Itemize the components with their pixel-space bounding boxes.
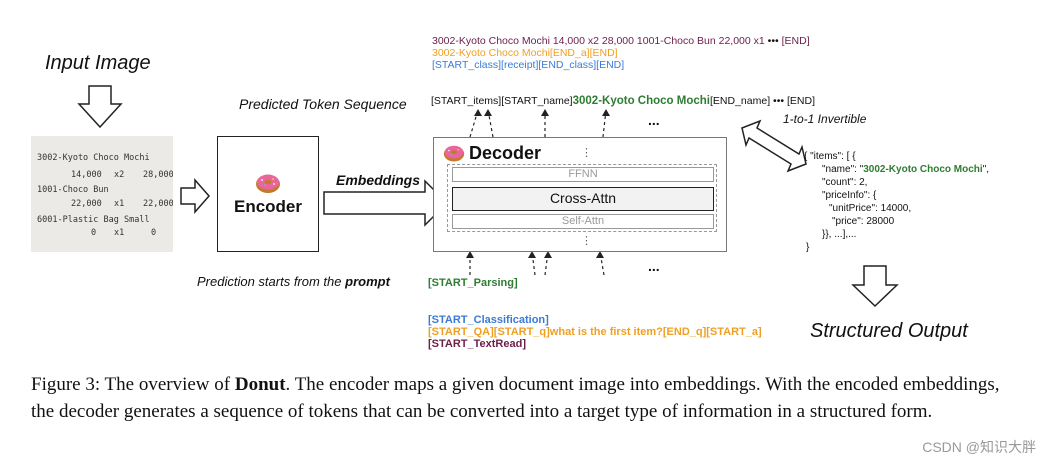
token-sequence-parsing: [START_items][START_name]3002-Kyoto Choc… [431, 95, 815, 107]
token-text: [END] [781, 35, 810, 47]
json-line: } [806, 242, 810, 253]
receipt-to-encoder-arrow [180, 178, 210, 214]
caption-text: . The encoder maps a given document imag… [31, 374, 1000, 422]
prompt-qa: [START_QA][START_q]what is the first ite… [428, 326, 762, 338]
receipt-line: x2 [114, 170, 125, 180]
ellipsis: ••• [773, 95, 785, 107]
donut-icon [256, 174, 280, 193]
decoder-output-connector [469, 109, 479, 138]
output-down-arrow [851, 265, 899, 308]
json-line: "unitPrice": 14000, [829, 203, 912, 214]
vertical-dots: ⋮ [581, 147, 592, 159]
vertical-dots: ⋮ [581, 235, 592, 247]
receipt-image: 3002-Kyoto Choco Mochi 14,000 x2 28,000 … [31, 136, 173, 252]
continuation-dots: ... [648, 112, 660, 128]
receipt-line: 1001-Choco Bun [37, 185, 109, 195]
decoder-label: Decoder [469, 143, 542, 163]
json-line: "name": "3002-Kyoto Choco Mochi", [822, 163, 989, 177]
decoder-layer-stack [447, 164, 717, 232]
receipt-line: 6001-Plastic Bag Small [37, 215, 150, 225]
embeddings-label: Embeddings [336, 172, 421, 188]
invertible-double-arrow [741, 119, 807, 173]
input-down-arrow [77, 85, 123, 129]
self-attn-layer: Self-Attn [452, 214, 714, 229]
json-line: { "items": [ { [804, 151, 856, 162]
input-image-label: Input Image [45, 52, 151, 74]
structured-output-label: Structured Output [810, 320, 968, 342]
watermark: CSDN @知识大胖 [922, 439, 1036, 455]
token-text: [END] [786, 95, 815, 107]
figure-caption: Figure 3: The overview of Donut. The enc… [31, 372, 1021, 425]
prediction-starts-text: Prediction starts from the [197, 274, 346, 289]
prompt-word: prompt [345, 274, 390, 289]
json-line: "price": 28000 [832, 216, 895, 227]
json-text-highlight: 3002-Kyoto Choco Mochi [863, 164, 983, 175]
receipt-line: 0 [91, 228, 97, 238]
predicted-token-sequence-label: Predicted Token Sequence [239, 96, 407, 112]
prediction-starts-label: Prediction starts from the prompt [197, 274, 390, 289]
invertible-label: 1-to-1 Invertible [783, 112, 867, 126]
cross-attn-layer: Cross-Attn [452, 187, 714, 211]
receipt-line: 0 [151, 228, 157, 238]
continuation-dots: ... [648, 258, 660, 274]
ellipsis: ••• [767, 35, 779, 47]
prompt-classification: [START_Classification] [428, 314, 549, 326]
prompt-parsing: [START_Parsing] [428, 277, 518, 289]
json-text: ", [982, 164, 990, 175]
receipt-line: 22,000 [143, 199, 173, 209]
token-text: 3002-Kyoto Choco Mochi 14,000 x2 28,000 … [432, 35, 765, 47]
token-text-highlight: 3002-Kyoto Choco Mochi [572, 95, 710, 107]
token-text: [END_name] [710, 95, 771, 107]
encoder-label: Encoder [233, 197, 303, 216]
receipt-line: 28,000 [143, 170, 173, 180]
decoder-output-connector [602, 109, 607, 138]
json-line: "priceInfo": { [822, 190, 877, 201]
token-sequence-classification: [START_class][receipt][END_class][END] [432, 59, 625, 71]
json-line: }}, ...],... [822, 229, 857, 240]
json-line: "count": 2, [822, 177, 868, 188]
token-sequence-qa: 3002-Kyoto Choco Mochi[END_a][END] [432, 47, 618, 59]
token-sequence-textread: 3002-Kyoto Choco Mochi 14,000 x2 28,000 … [432, 35, 810, 47]
encoder-box: Encoder [217, 136, 319, 252]
receipt-line: 14,000 [71, 170, 102, 180]
json-text: "name": " [822, 164, 864, 175]
donut-icon [443, 145, 465, 162]
receipt-line: x1 [114, 199, 125, 209]
decoder-output-connector [487, 109, 494, 138]
ffnn-layer: FFNN [452, 167, 714, 182]
prompt-textread: [START_TextRead] [428, 338, 526, 350]
caption-text: Figure 3: The overview of [31, 374, 235, 395]
receipt-line: 3002-Kyoto Choco Mochi [37, 153, 150, 163]
receipt-line: 22,000 [71, 199, 102, 209]
token-text: [START_items][START_name] [431, 95, 573, 107]
caption-bold: Donut [234, 374, 286, 395]
receipt-line: x1 [114, 228, 125, 238]
